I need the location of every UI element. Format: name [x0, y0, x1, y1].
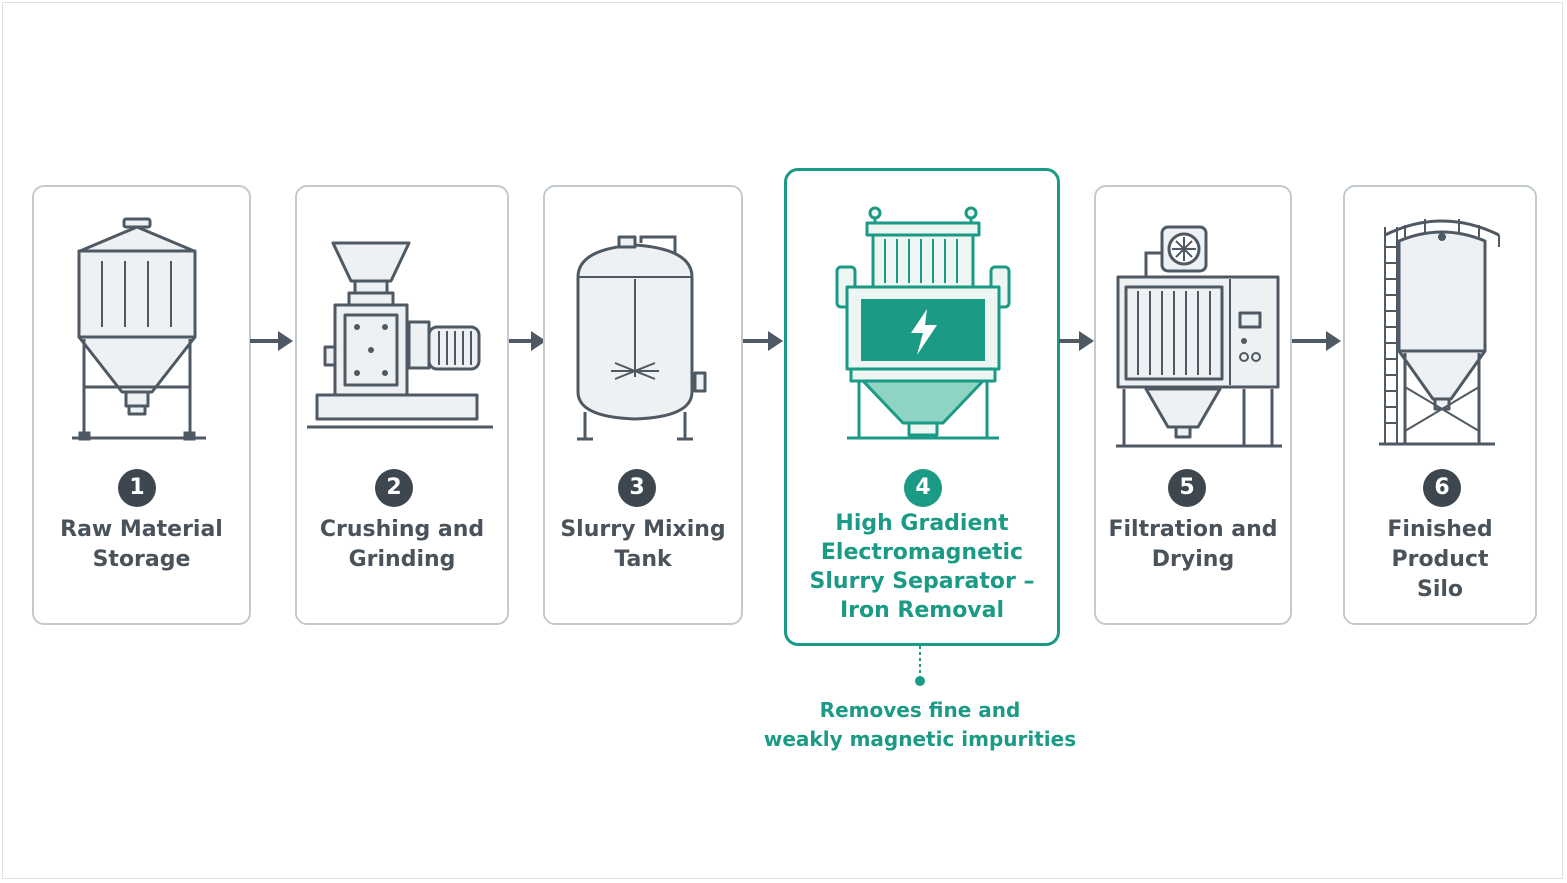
flow-arrow-icon: [743, 331, 783, 351]
step-number-badge: 4: [904, 469, 942, 507]
flow-arrow-icon: [1292, 331, 1341, 351]
filter-dryer-icon: [1116, 225, 1282, 448]
flow-arrow-icon: [509, 331, 546, 351]
step-number-badge: 3: [618, 469, 656, 507]
crusher-grinder-icon: [307, 241, 493, 429]
step-number-badge: 1: [118, 469, 156, 507]
storage-silo-icon: [72, 217, 206, 441]
product-silo-icon: [1379, 219, 1500, 446]
step-number-badge: 2: [375, 469, 413, 507]
step-number-badge: 6: [1423, 469, 1461, 507]
flow-arrow-icon: [250, 331, 293, 351]
callout-connector: [915, 646, 925, 686]
separator-callout-note: Removes fine and weakly magnetic impurit…: [763, 698, 1077, 751]
step-number-badge: 5: [1168, 469, 1206, 507]
electromagnetic-separator-icon: [835, 206, 1011, 440]
lightning-bolt-icon: [911, 309, 937, 355]
mixing-tank-icon: [576, 235, 707, 441]
flow-arrow-icon: [1059, 331, 1094, 351]
